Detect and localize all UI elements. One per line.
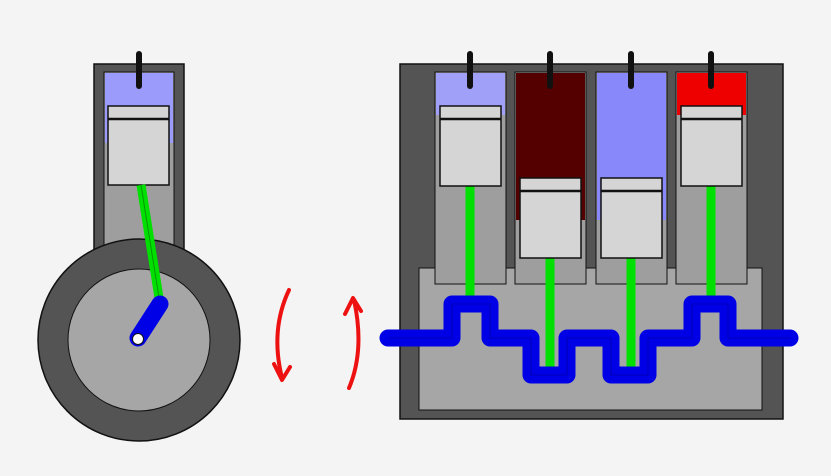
rotation-arrow-right-head bbox=[343, 296, 363, 316]
rotation-arrow-left bbox=[275, 288, 291, 380]
front-view bbox=[379, 51, 799, 420]
side-crank-arm bbox=[129, 295, 169, 347]
rotation-arrows bbox=[272, 288, 363, 390]
rotation-arrow-right bbox=[347, 298, 361, 390]
side-connecting-rod-edge bbox=[140, 184, 161, 305]
crankshaft-outline bbox=[388, 303, 790, 376]
rotation-arrow-left-head bbox=[272, 362, 292, 382]
cylinders bbox=[434, 51, 748, 375]
side-crank-pivot bbox=[132, 333, 144, 345]
side-view bbox=[37, 51, 241, 442]
side-connecting-rod bbox=[136, 184, 165, 305]
